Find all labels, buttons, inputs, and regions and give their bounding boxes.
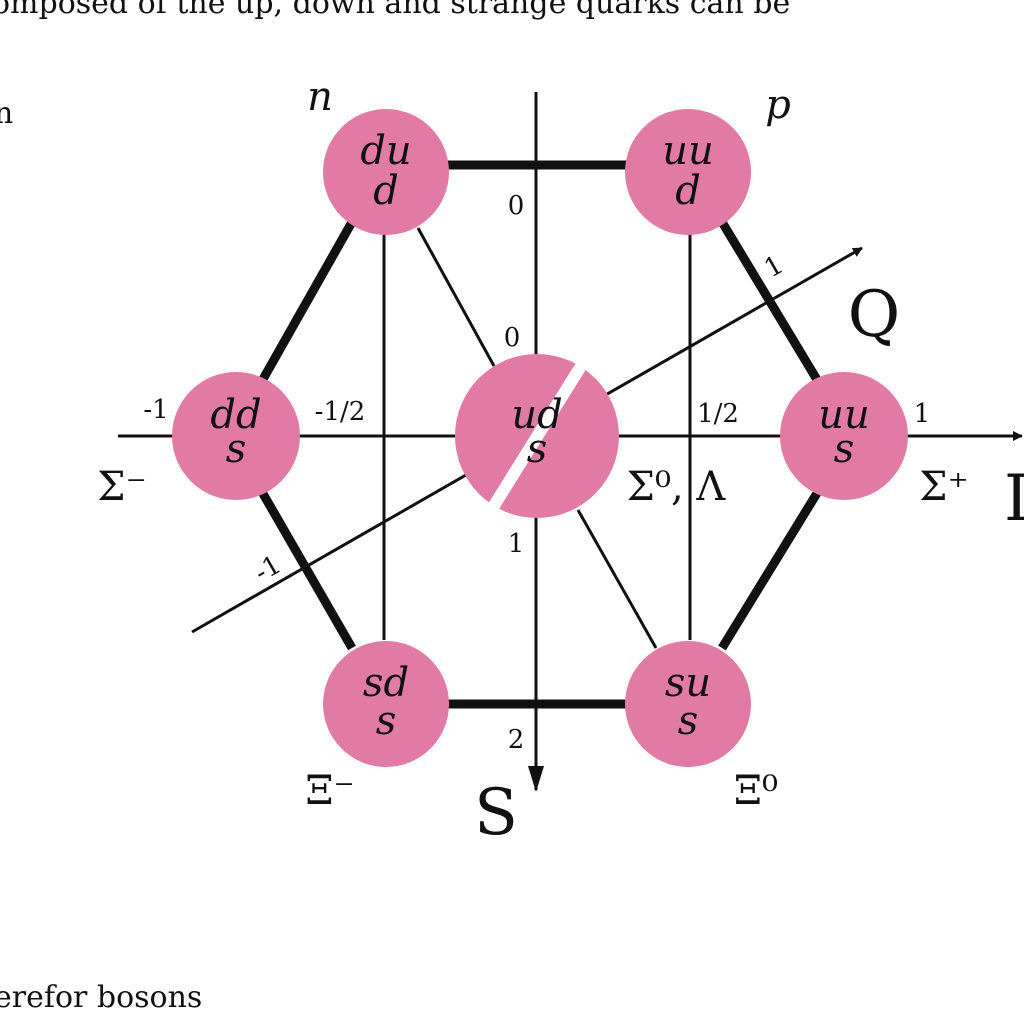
quark-bottom: s <box>678 698 699 744</box>
particle-circle <box>625 641 751 767</box>
quark-top: dd <box>210 392 261 438</box>
quark-top: su <box>665 660 711 706</box>
quark-bottom: s <box>527 426 548 472</box>
label-sigma0-lambda: Σ⁰, Λ <box>627 464 727 510</box>
edge-sigmaminus-n <box>254 219 356 391</box>
particle-n: du d <box>323 109 449 235</box>
page-text-top: omposed of the up, down and strange quar… <box>0 0 791 21</box>
particle-circle <box>780 372 908 500</box>
quark-bottom: d <box>373 168 399 214</box>
line-n-center <box>416 227 496 367</box>
particle-sigma-minus: dd s <box>172 372 300 500</box>
particle-circle <box>172 372 300 500</box>
label-p: p <box>765 82 791 128</box>
i-axis-label: I <box>1004 462 1024 536</box>
edge-p-sigmaplus <box>718 219 826 391</box>
label-sigma-minus: Σ⁻ <box>97 464 146 510</box>
i-tick-label: -1/2 <box>315 397 366 427</box>
i-tick-label: 1/2 <box>697 399 739 429</box>
particle-sigma0-lambda: ud s <box>455 352 619 518</box>
quark-bottom: s <box>376 698 397 744</box>
page-text-fragment: n <box>0 96 14 131</box>
label-xi0: Ξ⁰ <box>734 768 778 814</box>
quark-bottom: d <box>675 168 701 214</box>
particle-xi-minus: sd s <box>323 641 449 767</box>
q-axis-label: Q <box>848 278 900 352</box>
edge-sigmaplus-xi0 <box>718 482 826 651</box>
particle-circle <box>625 109 751 235</box>
s-axis-label: S <box>474 776 518 850</box>
page-text-bottom: erefor bosons <box>0 980 203 1015</box>
particle-circle <box>323 641 449 767</box>
quark-bottom: s <box>226 426 247 472</box>
s-tick-label: 1 <box>508 529 525 559</box>
quark-top: sd <box>363 660 409 706</box>
label-sigma-plus: Σ⁺ <box>919 464 968 510</box>
s-tick-label: 0 <box>508 191 525 221</box>
q-tick-label: 1 <box>759 250 788 284</box>
s-tick-label: 2 <box>508 725 525 755</box>
particle-p: uu d <box>625 109 751 235</box>
line-center-xi0 <box>576 509 658 649</box>
quark-top: ud <box>511 392 562 438</box>
label-xi-minus: Ξ⁻ <box>305 768 354 814</box>
particle-circle <box>323 109 449 235</box>
i-tick-label: 1 <box>914 399 931 429</box>
diagonal-highlight <box>484 352 592 518</box>
i-tick-label: -1 <box>143 395 168 425</box>
particle-sigma-plus: uu s <box>780 372 908 500</box>
quark-top: du <box>360 128 411 174</box>
quark-top: uu <box>662 128 714 174</box>
s-tick-label: 0 <box>504 323 521 353</box>
quark-bottom: s <box>834 426 855 472</box>
label-n: n <box>307 74 333 120</box>
particle-xi0: su s <box>625 641 751 767</box>
quark-top: uu <box>818 392 870 438</box>
